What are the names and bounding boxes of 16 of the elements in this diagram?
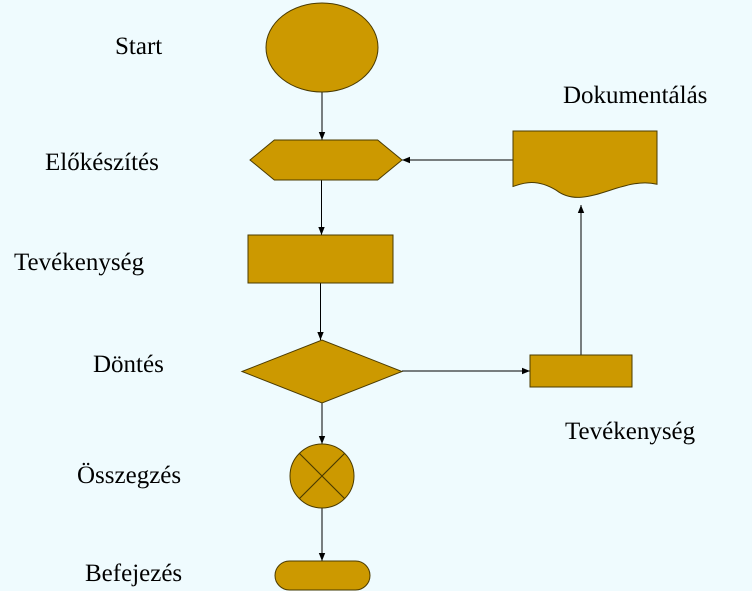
step-label: Dokumentálás	[563, 83, 708, 108]
arrow	[318, 180, 325, 236]
arrow	[402, 368, 530, 374]
arrow	[402, 156, 514, 164]
step-label: Döntés	[93, 352, 164, 377]
step-label: Start	[115, 34, 162, 59]
arrow	[318, 508, 326, 562]
step-label: Befejezés	[85, 561, 182, 586]
arrow	[317, 282, 324, 340]
arrow	[578, 204, 584, 356]
step-label: Tevékenység	[14, 250, 144, 275]
arrow	[318, 92, 326, 140]
arrow	[318, 402, 326, 444]
step-label: Összegzés	[77, 463, 182, 488]
step-label: Tevékenység	[565, 419, 696, 444]
step-label: Előkészítés	[45, 150, 159, 175]
